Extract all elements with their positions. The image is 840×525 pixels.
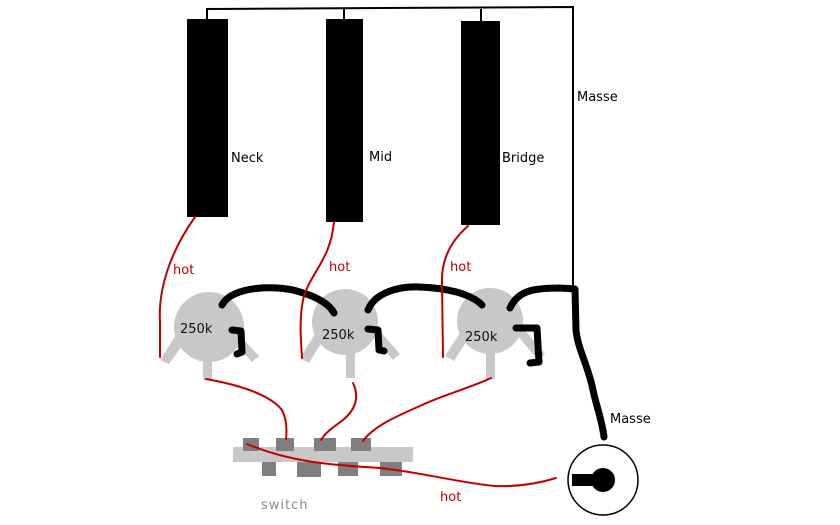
switch-lug-top-2	[276, 438, 294, 451]
switch-label: switch	[261, 498, 309, 513]
switch-lug-bottom-2	[297, 462, 321, 477]
ground-lug-pot3	[512, 324, 543, 367]
pot-3-lug-bottom	[486, 351, 495, 379]
pot-2-value: 250k	[322, 328, 355, 343]
hot-label-neck: hot	[173, 263, 194, 278]
switch-lug-bottom-3	[338, 462, 358, 476]
pickup-label-bridge: Bridge	[502, 151, 544, 166]
pickup-mid	[326, 19, 363, 222]
ground-label-jack: Masse	[610, 412, 651, 427]
hot-label-mid: hot	[329, 260, 350, 275]
ground-pot1-to-pot2	[218, 284, 338, 317]
hot-wire-pot2-to-switch	[320, 382, 358, 441]
pot-1-lug-right	[234, 336, 259, 362]
output-jack	[567, 444, 639, 516]
pot-2-lug-left	[300, 334, 323, 363]
pot-1-lug-bottom	[203, 358, 212, 380]
pot-1-body	[174, 292, 244, 362]
pickups	[187, 19, 500, 225]
hot-wire-neck	[158, 216, 196, 358]
thick-ground-wires	[218, 283, 608, 441]
hot-wires	[158, 216, 557, 488]
jack-tip-bar	[572, 474, 597, 486]
switch-lug-top-4	[351, 438, 371, 451]
pot-3-value: 250k	[465, 330, 498, 345]
ground-bus-top	[206, 5, 574, 288]
ground-wires	[206, 5, 574, 288]
hot-label-output: hot	[440, 490, 461, 505]
pot-3-body	[457, 288, 523, 354]
ground-lug-pot1	[228, 326, 246, 358]
pot-2-lug-bottom	[346, 352, 355, 378]
ground-pot2-to-pot3	[364, 283, 486, 314]
ground-label-top: Masse	[577, 90, 618, 105]
pickup-neck	[187, 19, 228, 217]
switch-lug-bottom-1	[262, 462, 276, 476]
switch-lug-top-1	[243, 438, 259, 451]
switch-lug-top-3	[314, 438, 336, 451]
hot-wire-pot1-to-switch	[205, 378, 288, 440]
hot-wire-switch-to-jack	[246, 443, 557, 488]
labels: Neck Mid Bridge Masse Masse hot hot hot …	[173, 90, 651, 513]
ground-pot3-to-jack	[506, 284, 608, 441]
pot-1-lug-left	[160, 335, 185, 364]
pot-3-lug-left	[445, 333, 468, 361]
pot-1-value: 250k	[180, 322, 213, 337]
jack-tip	[591, 468, 615, 492]
pickup-label-neck: Neck	[231, 151, 264, 166]
pickup-bridge	[461, 21, 500, 225]
pickup-label-mid: Mid	[369, 150, 392, 165]
ground-lug-pot2	[364, 325, 388, 355]
hot-label-bridge: hot	[450, 260, 471, 275]
hot-wire-mid	[299, 221, 335, 359]
switch	[233, 438, 413, 477]
hot-wire-pot3-to-switch	[362, 377, 492, 442]
hot-wire-bridge	[440, 225, 469, 358]
